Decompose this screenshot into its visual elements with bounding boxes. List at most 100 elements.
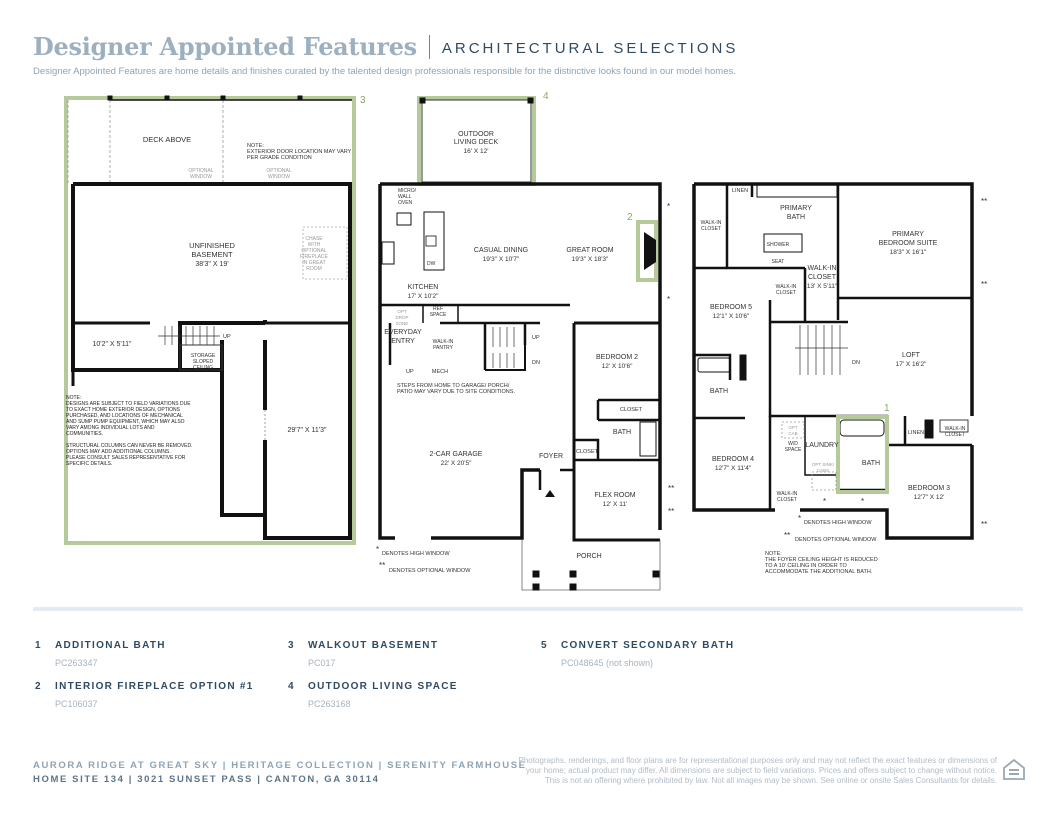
legend-star: * [798,514,801,523]
closet-label: CLOSET [576,449,599,455]
pantry-label: WALK-IN [433,339,454,345]
marker-3: 3 [360,95,366,106]
basement-note-line: VARY AMONG INDIVIDUAL LOTS AND [66,425,155,431]
door-note-line: PER GRADE CONDITION [247,155,312,161]
opt-sink-label: CABS [817,468,829,473]
legend-dstar: ** [379,561,385,570]
kitchen-dim: 17' X 10'2" [408,293,440,300]
high-window-mark: * [667,202,670,211]
feature-code: PC263347 [55,658,98,668]
everyday-entry-name: ENTRY [391,338,415,345]
feature-name: CONVERT SECONDARY BATH [561,640,735,651]
optional-window-label: OPTIONAL [266,168,292,174]
great-room-name: GREAT ROOM [566,247,613,254]
walkout-basement-highlight [64,96,356,545]
walkin-closet-label: CLOSET [777,497,797,503]
chase-label: WITH [308,242,321,248]
additional-bath-highlight [836,415,889,494]
walkin-closet-label: CLOSET [701,226,721,232]
page-subtitle: ARCHITECTURAL SELECTIONS [441,40,739,57]
wd-space-label: W/D [788,441,798,447]
ceiling-note-line: NOTE: [765,551,782,557]
ceiling-note-line: ACCOMMODATE THE ADDITIONAL BATH. [765,569,873,575]
optional-window-note: DENOTES OPTIONAL WINDOW [795,537,877,543]
stair-up-label: UP [532,335,540,341]
optional-window-label: WINDOW [268,174,290,180]
door-note-line: NOTE: [247,143,264,149]
opt-cab-label: OPT [788,425,798,430]
mech-label: MECH [432,369,448,375]
ceiling-note-line: TO A 10' CEILING IN ORDER TO [765,563,847,569]
optional-window-label: WINDOW [190,174,212,180]
page-title: Designer Appointed Features [33,32,417,61]
feature-code: PC017 [308,658,336,668]
bedroom4-name: BEDROOM 4 [712,456,754,463]
walkin-closet-label: WALK-IN [777,491,798,497]
foyer-label: FOYER [539,453,563,460]
walkin-closet-label: WALK-IN [701,220,722,226]
closet-label: CLOSET [620,407,643,413]
floor-plans: 3 DECK ABOVE NOTE: EXTERIOR DOOR LOCATIO… [64,91,987,591]
bedroom3-dim: 12'7" X 12' [914,494,945,501]
walkin-closet-label: CLOSET [776,290,796,296]
bedroom4-dim: 12'7" X 11'4" [715,465,752,472]
basement-note-line: OPTIONS MAY ADD ADDITIONAL COLUMNS. [66,449,171,455]
basement-note-line: DESIGNS ARE SUBJECT TO FIELD VARIATIONS … [66,401,191,407]
flex-room-dim: 12' X 11' [603,501,627,508]
additional-bath-label: BATH [862,460,880,467]
basement-note-line: STRUCTURAL COLUMNS CAN NEVER BE REMOVED. [66,443,193,449]
feature-number: 2 [35,681,41,692]
deck-above-label: DECK ABOVE [143,135,191,144]
wd-space-label: SPACE [785,447,802,453]
walkin-closet-label: CLOSET [945,432,965,438]
basement-note-line: PURCHASED, AND LOCATIONS OF MECHANICAL [66,413,183,419]
room-large-dim: 29'7" X 11'3" [287,427,327,434]
opt-drop-label: ZONE [396,321,409,326]
feature-code: PC263168 [308,699,351,709]
stair-down-label: DN [852,360,860,366]
linen-label: LINEN [908,430,924,436]
basement-note-line: NOTE: [66,395,81,401]
basement-labels: 3 DECK ABOVE NOTE: EXTERIOR DOOR LOCATIO… [66,95,366,467]
opt-drop-label: DROP [395,315,408,320]
optional-window-label: OPTIONAL [188,168,214,174]
room-small-dim: 10'2" X 5'11" [92,341,132,348]
walkin-closet-name: WALK-IN [808,265,837,272]
feature-number: 5 [541,640,547,651]
bath-label: BATH [613,429,631,436]
casual-dining-dim: 19'3" X 10'7" [483,256,520,263]
disclaimer-text: Photographs, renderings, and floor plans… [518,756,998,785]
opt-sink-label: OPT SINK/ [812,462,835,467]
optional-window-mark: ** [981,280,987,289]
community-line: AURORA RIDGE AT GREAT SKY | HERITAGE COL… [33,760,527,771]
page-header: Designer Appointed Features ARCHITECTURAL… [33,32,738,61]
chase-label: OPTIONAL [301,248,327,254]
high-window-note: DENOTES HIGH WINDOW [382,551,450,557]
optional-window-mark: ** [981,520,987,529]
primary-suite-dim: 18'3" X 16'1" [890,249,927,256]
casual-dining-name: CASUAL DINING [474,247,528,254]
feature-code: PC106037 [55,699,98,709]
optional-window-mark: ** [981,197,987,206]
dw-label: DW [427,261,436,267]
opt-cab-label: CAB [788,431,797,436]
legend-dstar: ** [784,531,790,540]
feature-item-interior-fireplace: 2 INTERIOR FIREPLACE OPTION #1 PC106037 [35,676,254,709]
bedroom2-dim: 12' X 10'6" [602,363,634,370]
unfinished-basement-name: BASEMENT [191,250,233,259]
feature-name: INTERIOR FIREPLACE OPTION #1 [55,681,254,692]
garage-dim: 22' X 20'5" [441,460,473,467]
feature-number: 1 [35,640,41,651]
ceiling-note-line: THE FOYER CEILING HEIGHT IS REDUCED [765,557,878,563]
main-floor-labels: 4 2 OUTDOOR LIVING DECK 16' X 12' MICRO/… [376,91,674,574]
unfinished-basement-dim: 38'3" X 19' [195,261,228,268]
high-window-mark: * [667,295,670,304]
storage-label: STORAGE [191,353,216,359]
bedroom5-dim: 12'1" X 10'6" [713,313,750,320]
feature-number: 4 [288,681,294,692]
walkin-closet-name: CLOSET [808,274,837,281]
micro-label: WALL [398,194,412,200]
